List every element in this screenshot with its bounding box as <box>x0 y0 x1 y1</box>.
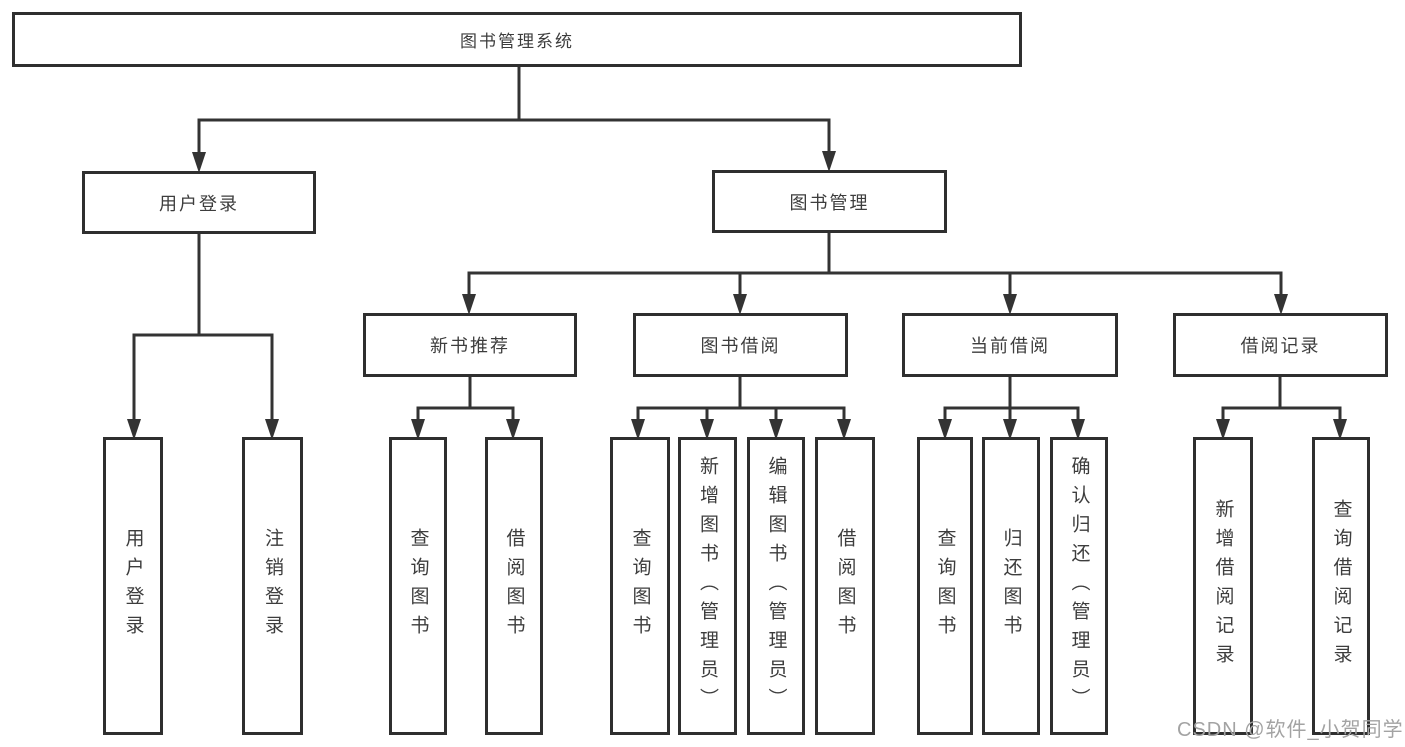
node-borrowing-records: 借阅记录 <box>1173 313 1388 377</box>
leaf-confirm-return-admin: 确认归还（管理员） <box>1050 437 1108 735</box>
leaf-add-borrow-record: 新增借阅记录 <box>1193 437 1253 735</box>
leaf-add-books-admin: 新增图书（管理员） <box>678 437 737 735</box>
leaf-return-books: 归还图书 <box>982 437 1040 735</box>
node-user-login: 用户登录 <box>82 171 316 234</box>
leaf-query-books-current: 查询图书 <box>917 437 973 735</box>
leaf-query-books-borrowing: 查询图书 <box>610 437 670 735</box>
leaf-borrow-books-recommend: 借阅图书 <box>485 437 543 735</box>
node-library-management-system: 图书管理系统 <box>12 12 1022 67</box>
leaf-user-login: 用户登录 <box>103 437 163 735</box>
csdn-watermark: CSDN @软件_小贺同学 <box>1177 719 1404 741</box>
node-current-borrowing: 当前借阅 <box>902 313 1118 377</box>
node-book-borrowing: 图书借阅 <box>633 313 848 377</box>
leaf-borrow-books-borrowing: 借阅图书 <box>815 437 875 735</box>
leaf-query-books-recommend: 查询图书 <box>389 437 447 735</box>
leaf-logout: 注销登录 <box>242 437 303 735</box>
leaf-edit-books-admin: 编辑图书（管理员） <box>747 437 805 735</box>
node-book-management: 图书管理 <box>712 170 947 233</box>
leaf-query-borrow-record: 查询借阅记录 <box>1312 437 1370 735</box>
node-new-book-recommend: 新书推荐 <box>363 313 577 377</box>
